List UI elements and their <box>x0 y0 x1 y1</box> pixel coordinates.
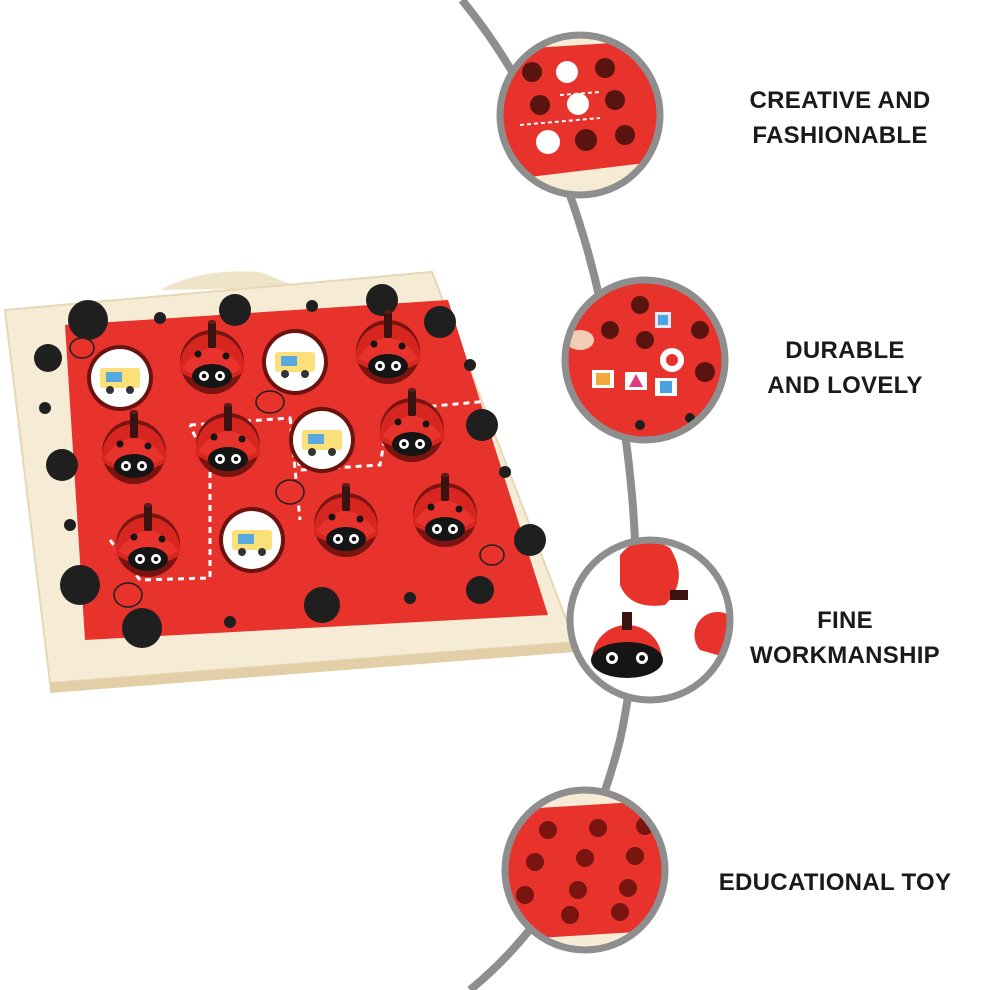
inset-shapes-closeup <box>561 276 729 444</box>
inset-board-closeup <box>496 31 664 199</box>
feature-workmanship-line1: FINE <box>817 607 873 634</box>
inset-ladybug-closeup <box>566 536 734 704</box>
feature-workmanship-line2: WORKMANSHIP <box>750 642 940 669</box>
feature-durable: DURABLE AND LOVELY <box>700 333 990 403</box>
feature-educational: EDUCATIONAL TOY <box>680 865 990 900</box>
feature-workmanship: FINE WORKMANSHIP <box>700 603 990 673</box>
inset-educational-closeup <box>501 786 669 954</box>
memory-board <box>3 270 577 693</box>
feature-creative: CREATIVE AND FASHIONABLE <box>690 83 990 153</box>
feature-durable-line1: DURABLE <box>785 337 905 364</box>
feature-creative-line1: CREATIVE AND <box>749 87 931 114</box>
feature-educational-line1: EDUCATIONAL TOY <box>718 869 952 896</box>
feature-durable-line2: AND LOVELY <box>767 372 923 399</box>
feature-creative-line2: FASHIONABLE <box>752 122 928 149</box>
